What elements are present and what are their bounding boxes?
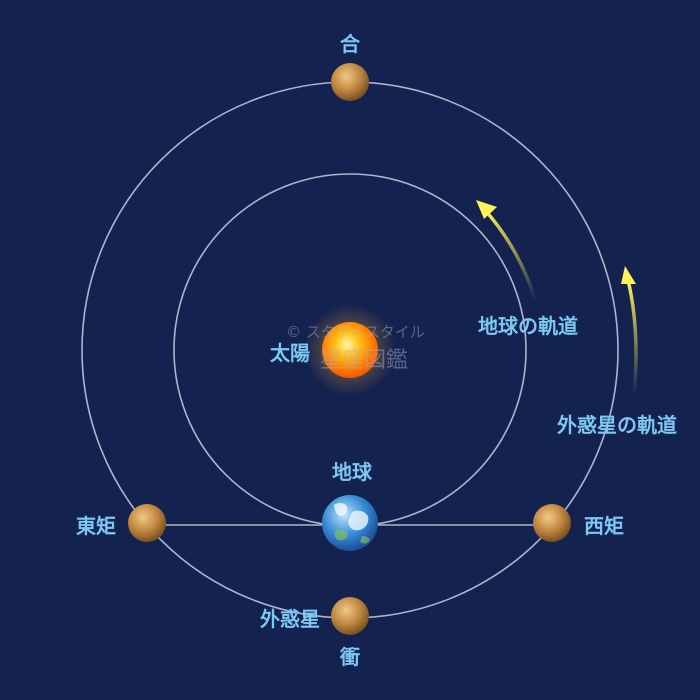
sun-icon: [304, 304, 396, 396]
outer-orbit-label: 外惑星の軌道: [557, 413, 677, 437]
planet-western-quadrature-icon: [533, 504, 571, 542]
watermark-line1: © スタディスタイル: [286, 323, 425, 341]
earth-label: 地球: [332, 460, 373, 484]
watermark-line2: 星座図鑑: [320, 348, 408, 373]
outer-orbit-direction-arrow: [621, 266, 638, 397]
eastern-quadrature-label: 東矩: [76, 514, 116, 538]
outer-planet-label: 外惑星: [260, 607, 320, 631]
conjunction-label: 合: [340, 32, 361, 56]
planet-opposition-icon: [331, 597, 369, 635]
western-quadrature-label: 西矩: [584, 514, 624, 538]
planet-eastern-quadrature-icon: [128, 504, 166, 542]
earth-icon: [322, 495, 378, 551]
opposition-label: 衝: [339, 645, 360, 669]
earth-orbit-direction-arrow: [476, 200, 537, 302]
planet-conjunction-icon: [331, 63, 369, 101]
earth-orbit-label: 地球の軌道: [478, 314, 578, 338]
sun-label: 太陽: [270, 341, 310, 365]
